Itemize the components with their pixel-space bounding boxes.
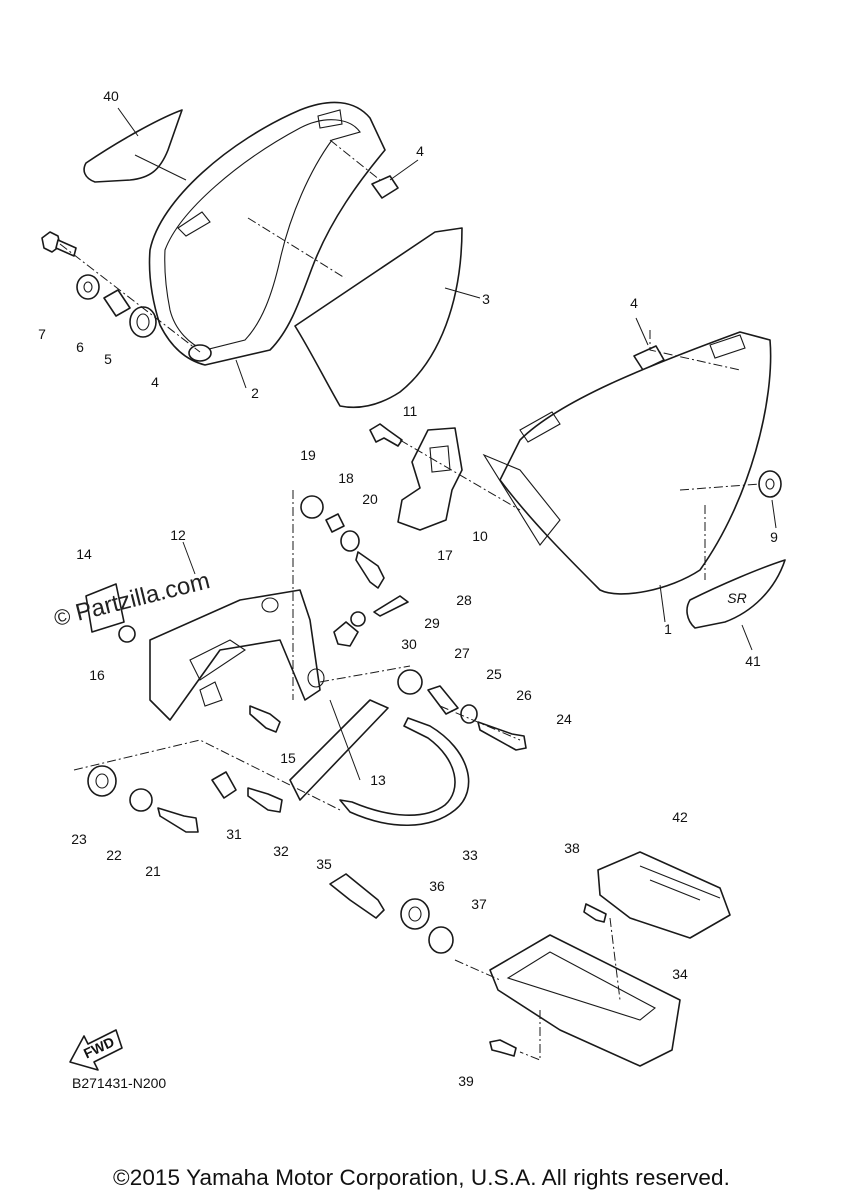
label-30: 30 bbox=[401, 636, 417, 652]
label-20: 20 bbox=[362, 491, 378, 507]
label-8: 7 bbox=[38, 326, 46, 342]
part-33-band[interactable] bbox=[339, 717, 470, 827]
part-3-cover-panel[interactable] bbox=[294, 227, 463, 409]
label-33: 33 bbox=[462, 847, 478, 863]
part-16-grommet[interactable] bbox=[118, 625, 136, 643]
label-11: 11 bbox=[403, 403, 418, 419]
label-14: 14 bbox=[76, 546, 92, 562]
fwd-arrow-icon: FWD bbox=[69, 1029, 123, 1071]
part-27-grommet[interactable] bbox=[397, 669, 423, 695]
part-26-washer[interactable] bbox=[460, 704, 478, 724]
part-1-side-cover[interactable] bbox=[499, 331, 772, 595]
label-10: 10 bbox=[472, 528, 488, 544]
part-2-grommet-hole bbox=[188, 344, 212, 362]
part-36-grommet[interactable] bbox=[400, 898, 430, 930]
part-29-washer[interactable] bbox=[350, 611, 366, 627]
part-38-bolt[interactable] bbox=[583, 903, 607, 923]
part-15-bolt[interactable] bbox=[249, 705, 281, 733]
part-5-grommet[interactable] bbox=[129, 306, 157, 338]
part-35-sensor[interactable] bbox=[329, 873, 385, 919]
part-32-bolt[interactable] bbox=[247, 787, 283, 813]
part-24-bolt[interactable] bbox=[477, 721, 527, 751]
emblem-text: SR bbox=[727, 590, 746, 606]
part-2-side-cover[interactable] bbox=[148, 101, 386, 366]
part-19-grommet[interactable] bbox=[300, 495, 324, 519]
part-4-clip-right[interactable] bbox=[633, 345, 665, 371]
part-34-tray[interactable] bbox=[489, 934, 681, 1067]
label-23: 23 bbox=[71, 831, 87, 847]
label-5: 4 bbox=[151, 374, 159, 390]
label-1: 1 bbox=[664, 621, 672, 637]
label-4-right: 4 bbox=[630, 295, 638, 311]
part-number-labels: 40 4 3 7 6 5 4 2 4 11 19 18 20 10 9 12 1… bbox=[38, 88, 778, 1089]
label-13: 13 bbox=[370, 772, 386, 788]
part-23-grommet[interactable] bbox=[87, 765, 117, 797]
label-31: 31 bbox=[226, 826, 242, 842]
copyright-notice: ©2015 Yamaha Motor Corporation, U.S.A. A… bbox=[113, 1165, 730, 1190]
label-9: 9 bbox=[770, 529, 778, 545]
label-39: 39 bbox=[458, 1073, 474, 1089]
label-29: 29 bbox=[424, 615, 440, 631]
label-6: 5 bbox=[104, 351, 112, 367]
label-42: 42 bbox=[672, 809, 688, 825]
label-2: 2 bbox=[251, 385, 259, 401]
part-42-case[interactable] bbox=[597, 851, 731, 939]
label-12: 12 bbox=[170, 527, 186, 543]
label-19: 19 bbox=[300, 447, 316, 463]
label-36: 36 bbox=[429, 878, 445, 894]
part-11-bolt[interactable] bbox=[369, 423, 403, 447]
label-26: 26 bbox=[516, 687, 532, 703]
part-12-bracket[interactable] bbox=[149, 589, 321, 721]
label-27: 27 bbox=[454, 645, 470, 661]
label-41: 40 bbox=[103, 88, 119, 104]
part-18-collar[interactable] bbox=[325, 513, 345, 533]
label-18: 18 bbox=[338, 470, 354, 486]
label-17: 17 bbox=[437, 547, 453, 563]
part-9-grommet[interactable] bbox=[758, 470, 782, 498]
part-22-washer[interactable] bbox=[129, 788, 153, 812]
label-35: 35 bbox=[316, 856, 332, 872]
label-3: 3 bbox=[482, 291, 490, 307]
part-21-bolt[interactable] bbox=[157, 807, 199, 833]
label-7: 6 bbox=[76, 339, 84, 355]
part-10-lock-assembly[interactable] bbox=[397, 427, 463, 531]
part-17-bolt[interactable] bbox=[355, 551, 385, 589]
label-21: 21 bbox=[145, 863, 161, 879]
part-13-plate[interactable] bbox=[289, 699, 389, 801]
label-34: 34 bbox=[672, 966, 688, 982]
label-32: 32 bbox=[273, 843, 289, 859]
part-28-bolt[interactable] bbox=[373, 595, 409, 617]
label-4: 4 bbox=[416, 143, 424, 159]
part-40-emblem[interactable] bbox=[686, 559, 786, 629]
part-30-damper[interactable] bbox=[333, 621, 359, 647]
part-14-pad[interactable] bbox=[85, 583, 125, 633]
part-4-clip[interactable] bbox=[371, 175, 399, 199]
part-39-bolt[interactable] bbox=[489, 1039, 517, 1057]
diagram-code: B271431-N200 bbox=[72, 1075, 167, 1091]
part-6-collar[interactable] bbox=[103, 289, 131, 317]
label-28: 28 bbox=[456, 592, 472, 608]
label-25: 25 bbox=[486, 666, 502, 682]
label-22: 22 bbox=[106, 847, 122, 863]
label-40: 41 bbox=[745, 653, 761, 669]
label-37: 37 bbox=[471, 896, 487, 912]
part-25-collar[interactable] bbox=[427, 685, 459, 715]
label-24: 24 bbox=[556, 711, 572, 727]
part-20-washer[interactable] bbox=[340, 530, 360, 552]
part-41-sticker[interactable] bbox=[83, 109, 183, 183]
part-37-washer[interactable] bbox=[428, 926, 454, 954]
part-31-nut[interactable] bbox=[211, 771, 237, 799]
part-7-washer[interactable] bbox=[76, 274, 100, 300]
label-38: 38 bbox=[564, 840, 580, 856]
label-16: 16 bbox=[89, 667, 105, 683]
label-15: 15 bbox=[280, 750, 296, 766]
